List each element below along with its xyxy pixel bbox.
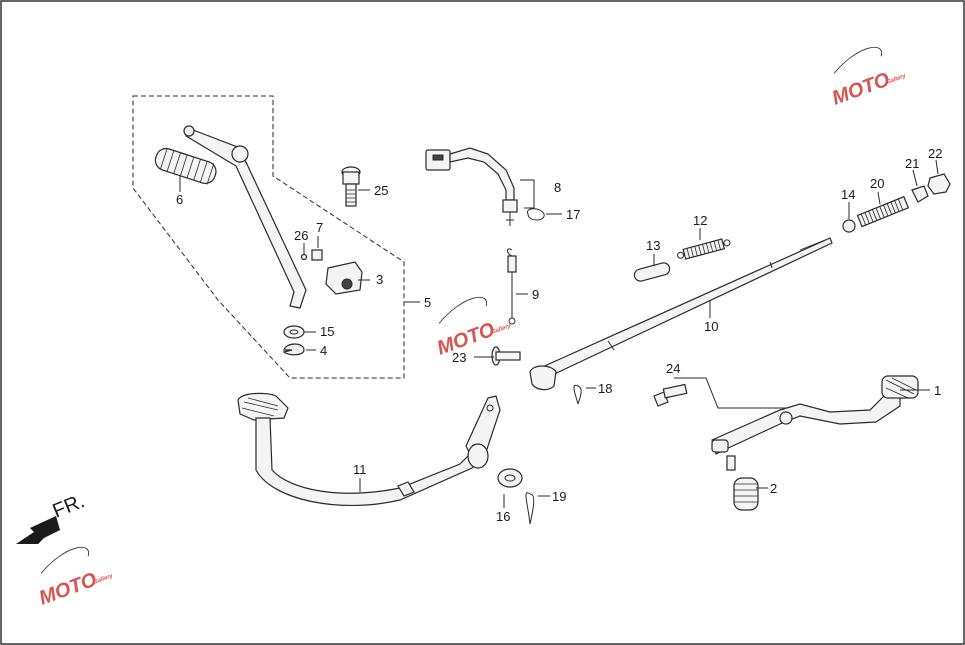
cotter-pin-part-18 [573, 384, 582, 405]
leader-lines [179, 159, 939, 508]
circlip-part-4 [282, 343, 305, 356]
callout-24: 24 [666, 361, 680, 376]
callout-13: 13 [646, 238, 660, 253]
callout-21: 21 [905, 156, 919, 171]
spring-part-20 [856, 195, 910, 228]
brake-pedal-part-1 [711, 375, 919, 471]
callout-14: 14 [841, 187, 855, 202]
brake-arm-part-11 [237, 392, 501, 506]
callout-25: 25 [374, 183, 388, 198]
cotter-pin-part-19 [525, 492, 535, 525]
callout-20: 20 [870, 176, 884, 191]
spring-part-7 [311, 249, 323, 261]
brake-switch-part-8 [425, 147, 518, 226]
brake-rod-part-10 [529, 237, 833, 391]
washer-part-16 [497, 468, 523, 488]
callout-23: 23 [452, 350, 466, 365]
callout-1: 1 [934, 383, 941, 398]
joint-part-21 [911, 185, 929, 203]
callout-19: 19 [552, 489, 566, 504]
spring-part-9 [507, 248, 517, 325]
callout-18: 18 [598, 381, 612, 396]
callout-8: 8 [554, 180, 561, 195]
callout-5: 5 [424, 295, 431, 310]
callout-16: 16 [496, 509, 510, 524]
bolt-part-25 [341, 166, 361, 207]
nut-part-22 [927, 173, 951, 195]
front-direction-arrow [16, 516, 60, 544]
bolt-part-24 [653, 383, 688, 407]
callout-labels: 1 2 3 4 5 6 7 8 9 10 11 12 13 14 15 16 1… [176, 146, 942, 524]
callout-10: 10 [704, 319, 718, 334]
callout-2: 2 [770, 481, 777, 496]
sleeve-part-13 [633, 262, 671, 282]
callout-17: 17 [566, 207, 580, 222]
callout-4: 4 [320, 343, 327, 358]
washer-part-15 [283, 325, 305, 339]
group-boundary-5 [132, 95, 405, 379]
spring-part-12 [677, 238, 731, 260]
ball-part-26 [300, 253, 308, 261]
rubber-part-2 [733, 477, 759, 511]
pin-part-23 [491, 346, 521, 366]
callout-6: 6 [176, 192, 183, 207]
callout-9: 9 [532, 287, 539, 302]
washer-part-14 [842, 219, 856, 233]
callout-26: 26 [294, 228, 308, 243]
callout-7: 7 [316, 220, 323, 235]
callout-3: 3 [376, 272, 383, 287]
clip-part-17 [526, 208, 545, 221]
callout-11: 11 [353, 462, 367, 477]
callout-22: 22 [928, 146, 942, 161]
kick-rubber-part-6 [154, 147, 217, 185]
callout-12: 12 [693, 213, 707, 228]
clamp-part-3 [325, 261, 363, 295]
callout-15: 15 [320, 324, 334, 339]
